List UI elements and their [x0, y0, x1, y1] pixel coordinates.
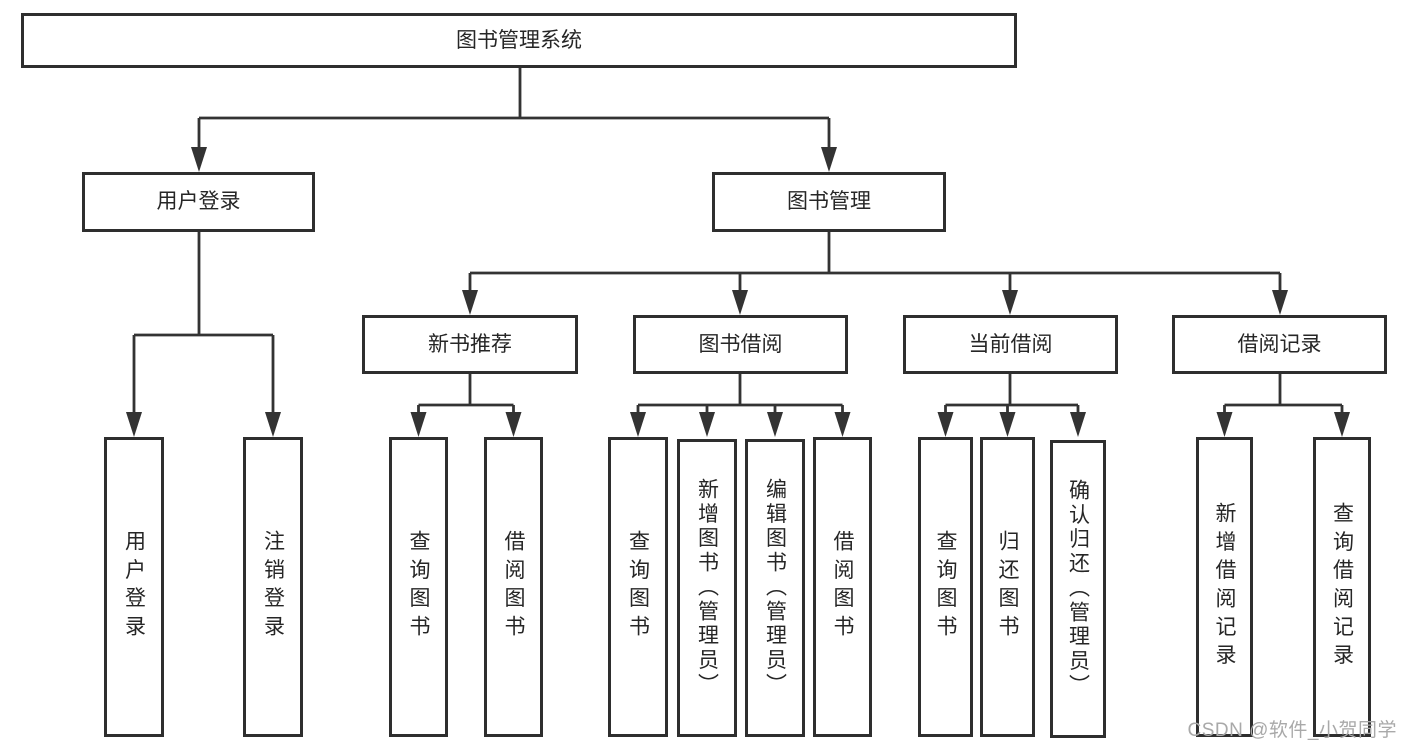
- leaf-records-query-record: 查询借阅记录: [1313, 437, 1371, 737]
- node-borrow-records-label: 借阅记录: [1237, 332, 1322, 356]
- arrowheads-current-borrow: [937, 412, 1086, 437]
- leaf-newrec-borrow-books-label: 借阅图书: [502, 530, 525, 644]
- node-new-book-rec: 新书推荐: [362, 315, 578, 374]
- node-current-borrow-label: 当前借阅: [968, 332, 1053, 356]
- node-root: 图书管理系统: [21, 13, 1017, 68]
- leaf-borrow-add-books-admin-label: 新增图书（管理员）: [695, 478, 719, 698]
- leaf-newrec-query-books-label: 查询图书: [407, 530, 430, 644]
- leaf-current-return-books: 归还图书: [980, 437, 1035, 737]
- leaf-current-query-books-label: 查询图书: [934, 530, 957, 644]
- arrowheads-book-borrow: [630, 412, 851, 437]
- connector-borrow-records: [1223, 374, 1344, 414]
- leaf-records-add-record-label: 新增借阅记录: [1213, 501, 1236, 673]
- node-book-borrow-label: 图书借阅: [698, 332, 783, 356]
- leaf-current-return-books-label: 归还图书: [996, 530, 1019, 644]
- leaf-user-login: 用户登录: [104, 437, 164, 737]
- watermark: CSDN @软件_小贺同学: [1187, 720, 1397, 741]
- node-borrow-records: 借阅记录: [1172, 315, 1387, 374]
- leaf-logout-label: 注销登录: [261, 530, 285, 644]
- node-new-book-rec-label: 新书推荐: [428, 332, 512, 356]
- leaf-current-confirm-return-admin: 确认归还（管理员）: [1050, 440, 1106, 738]
- leaf-user-login-label: 用户登录: [122, 530, 146, 644]
- connector-user-login: [132, 232, 275, 414]
- leaf-logout: 注销登录: [243, 437, 303, 737]
- leaf-borrow-query-books: 查询图书: [608, 437, 668, 737]
- arrowheads-borrow-records: [1216, 412, 1350, 437]
- connector-root-to-level2: [197, 66, 831, 149]
- node-current-borrow: 当前借阅: [903, 315, 1118, 374]
- leaf-borrow-query-books-label: 查询图书: [626, 530, 650, 644]
- connector-book-borrow: [636, 374, 844, 414]
- arrowheads-new-book-rec: [410, 412, 522, 437]
- leaf-newrec-query-books: 查询图书: [389, 437, 448, 737]
- leaf-current-confirm-return-admin-label: 确认归还（管理员）: [1066, 479, 1090, 699]
- leaf-borrow-borrow-books-label: 借阅图书: [831, 530, 854, 644]
- leaf-current-query-books: 查询图书: [918, 437, 973, 737]
- leaf-borrow-edit-books-admin-label: 编辑图书（管理员）: [763, 478, 787, 698]
- arrowheads-user-login: [126, 412, 281, 437]
- leaf-borrow-edit-books-admin: 编辑图书（管理员）: [745, 439, 805, 737]
- leaf-borrow-add-books-admin: 新增图书（管理员）: [677, 439, 737, 737]
- leaf-newrec-borrow-books: 借阅图书: [484, 437, 543, 737]
- node-book-mgmt: 图书管理: [712, 172, 946, 232]
- node-root-label: 图书管理系统: [456, 28, 582, 52]
- connector-current-borrow: [944, 374, 1080, 414]
- arrowheads-level3: [462, 290, 1288, 315]
- connector-book-mgmt: [468, 232, 1282, 292]
- node-book-borrow: 图书借阅: [633, 315, 848, 374]
- leaf-records-add-record: 新增借阅记录: [1196, 437, 1253, 737]
- arrowheads-level2: [191, 147, 837, 172]
- leaf-borrow-borrow-books: 借阅图书: [813, 437, 872, 737]
- connector-new-book-rec: [417, 374, 515, 414]
- node-book-mgmt-label: 图书管理: [787, 190, 871, 214]
- node-user-login-label: 用户登录: [156, 190, 241, 214]
- node-user-login: 用户登录: [82, 172, 315, 232]
- leaf-records-query-record-label: 查询借阅记录: [1330, 501, 1354, 673]
